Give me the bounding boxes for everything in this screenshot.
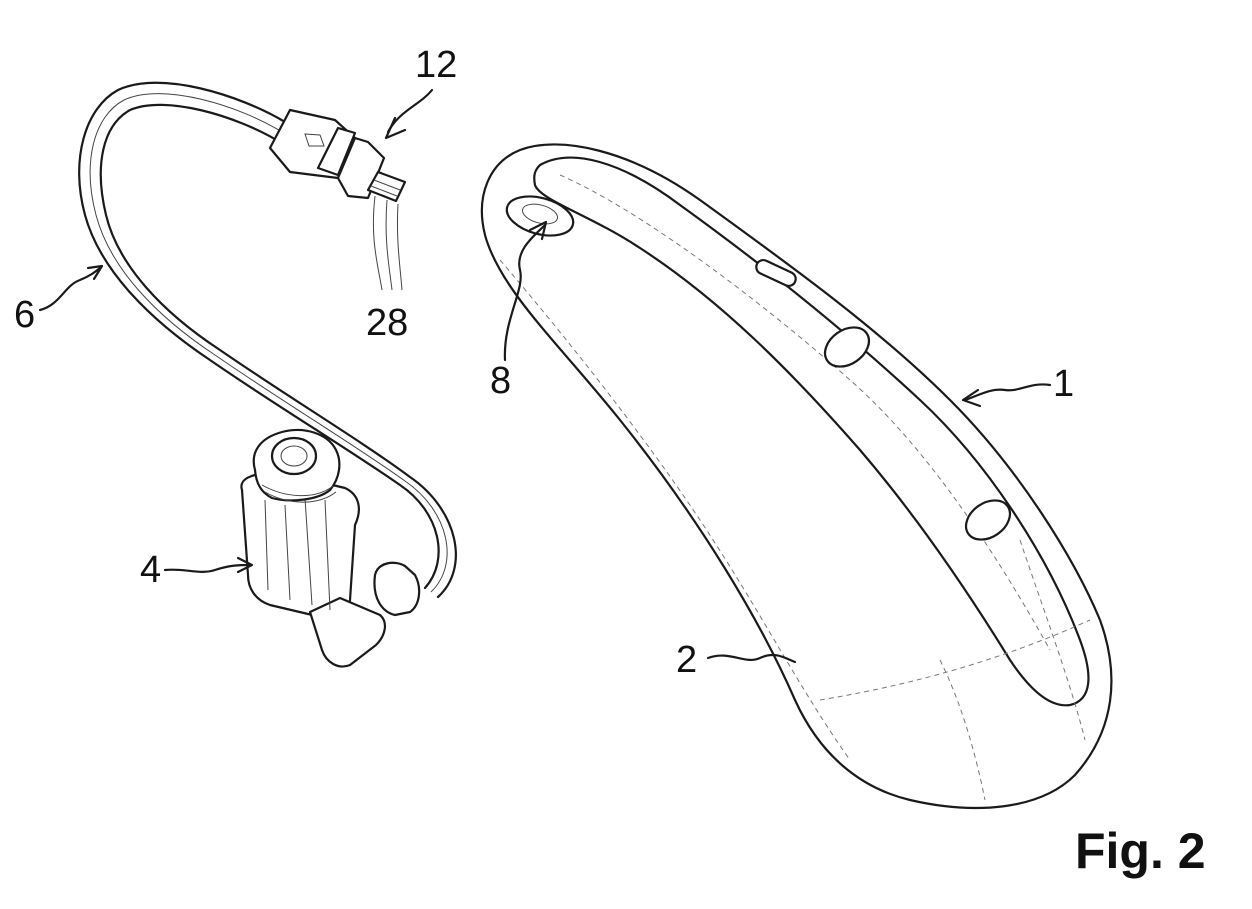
label-6: 6 (14, 294, 35, 336)
label-8: 8 (490, 360, 511, 402)
label-4: 4 (140, 549, 161, 591)
connector (270, 110, 405, 290)
label-1: 1 (1053, 363, 1074, 405)
figure-caption: Fig. 2 (1075, 823, 1206, 879)
hearing-aid-housing (482, 144, 1112, 808)
label-28: 28 (366, 302, 408, 344)
label-12: 12 (415, 44, 457, 86)
label-2: 2 (676, 639, 697, 681)
